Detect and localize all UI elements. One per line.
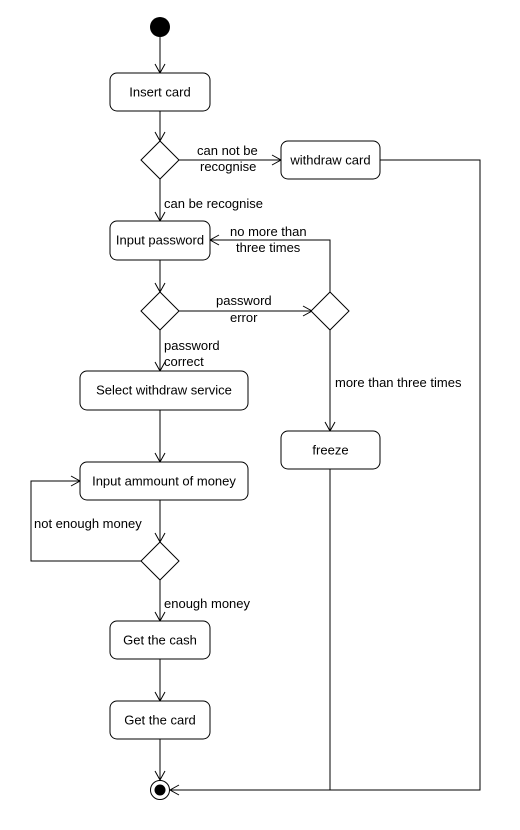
decision-password-check — [140, 291, 180, 331]
node-label: Select withdraw service — [96, 382, 232, 397]
node-freeze: freeze — [280, 430, 381, 470]
node-label: withdraw card — [289, 152, 370, 167]
label-no-more-than-three: no more than — [230, 224, 307, 239]
final-node — [150, 780, 170, 800]
label-password-error: error — [230, 310, 258, 325]
node-label: Input password — [116, 232, 204, 247]
node-get-card: Get the card — [109, 700, 211, 740]
label-more-than-three: more than three times — [335, 375, 462, 390]
initial-node — [150, 17, 170, 37]
edge-decision4-loop — [30, 480, 142, 562]
node-label: freeze — [312, 442, 348, 457]
node-withdraw-card: withdraw card — [280, 140, 381, 180]
node-label: Get the cash — [123, 632, 197, 647]
node-label: Insert card — [129, 84, 190, 99]
node-label: Input ammount of money — [92, 473, 236, 488]
label-can-be-recognise: can be recognise — [164, 196, 263, 211]
label-can-not-recognise: can not be — [197, 143, 258, 158]
label-no-more-than-three: three times — [236, 240, 301, 255]
node-input-amount: Input ammount of money — [79, 461, 249, 501]
node-insert-card: Insert card — [109, 72, 211, 112]
node-select-withdraw-service: Select withdraw service — [79, 370, 249, 411]
decision-card-recognition — [140, 140, 180, 180]
edge-decision3-password — [210, 239, 331, 293]
edge-withdraw-end — [330, 159, 481, 791]
node-get-cash: Get the cash — [109, 620, 211, 660]
decision-attempt-count — [310, 291, 350, 331]
node-input-password: Input password — [109, 220, 211, 261]
label-password-error: password — [216, 293, 272, 308]
label-can-not-recognise: recognise — [200, 159, 256, 174]
node-label: Get the card — [124, 712, 196, 727]
label-not-enough-money: not enough money — [34, 516, 142, 531]
label-password-correct: password — [164, 338, 220, 353]
decision-enough-money — [140, 541, 180, 581]
label-password-correct: correct — [164, 354, 204, 369]
label-enough-money: enough money — [164, 596, 251, 611]
